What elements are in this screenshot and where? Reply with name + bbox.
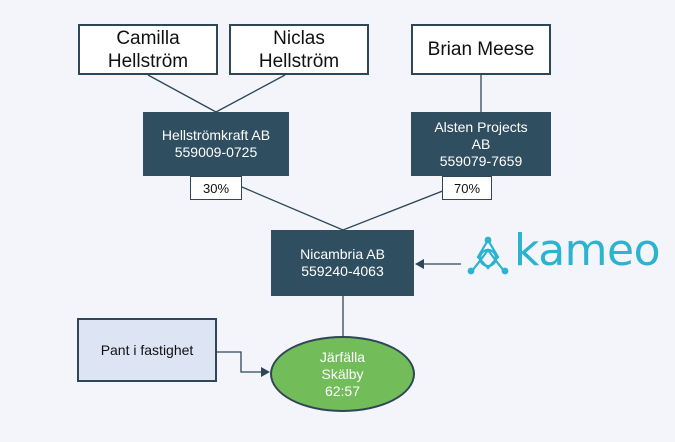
pledge-label: Pant i fastighet <box>100 342 194 358</box>
owner-niclas-last: Hellström <box>258 50 340 72</box>
company-hellstromkraft: Hellströmkraft AB 559009-0725 <box>143 112 289 176</box>
property-line-2: Skälby <box>321 365 364 382</box>
company-nicambria-name: Nicambria AB <box>300 246 385 262</box>
connector-pledge-property <box>216 351 262 373</box>
owner-camilla-last: Hellström <box>107 50 189 72</box>
kameo-knot-icon <box>467 236 509 275</box>
company-nicambria: Nicambria AB 559240-4063 <box>271 230 414 296</box>
connector-niclas <box>215 74 286 113</box>
company-hellstromkraft-org: 559009-0725 <box>174 144 258 160</box>
share-alsten-label: 70% <box>453 180 481 196</box>
company-nicambria-org: 559240-4063 <box>301 263 384 279</box>
company-alsten-org: 559079-7659 <box>439 152 523 169</box>
owner-niclas: Niclas Hellström <box>229 24 369 75</box>
pledge-box: Pant i fastighet <box>77 318 217 382</box>
share-hellstromkraft-label: 30% <box>202 180 230 196</box>
owner-niclas-first: Niclas <box>273 27 325 49</box>
owner-camilla: Camilla Hellström <box>78 24 218 75</box>
owner-camilla-first: Camilla <box>116 27 180 49</box>
share-badge-hellstromkraft: 30% <box>190 176 242 200</box>
company-hellstromkraft-name: Hellströmkraft AB <box>161 127 271 143</box>
property-ellipse: Järfälla Skälby 62:57 <box>270 336 415 412</box>
arrowhead-nicambria <box>415 259 424 269</box>
arrowhead-property <box>261 367 270 377</box>
connector-camilla <box>147 74 217 113</box>
company-alsten-name-1: Alsten Projects <box>434 118 528 135</box>
share-badge-alsten: 70% <box>442 176 492 200</box>
company-alsten: Alsten Projects AB 559079-7659 <box>411 112 551 176</box>
property-line-1: Järfälla <box>319 348 366 365</box>
kameo-logo: kameo <box>466 225 661 276</box>
owner-brian: Brian Meese <box>411 24 551 75</box>
property-line-3: 62:57 <box>324 382 361 399</box>
owner-brian-name: Brian Meese <box>427 39 535 60</box>
kameo-wordmark: kameo <box>514 225 661 276</box>
company-alsten-name-2: AB <box>471 135 491 152</box>
